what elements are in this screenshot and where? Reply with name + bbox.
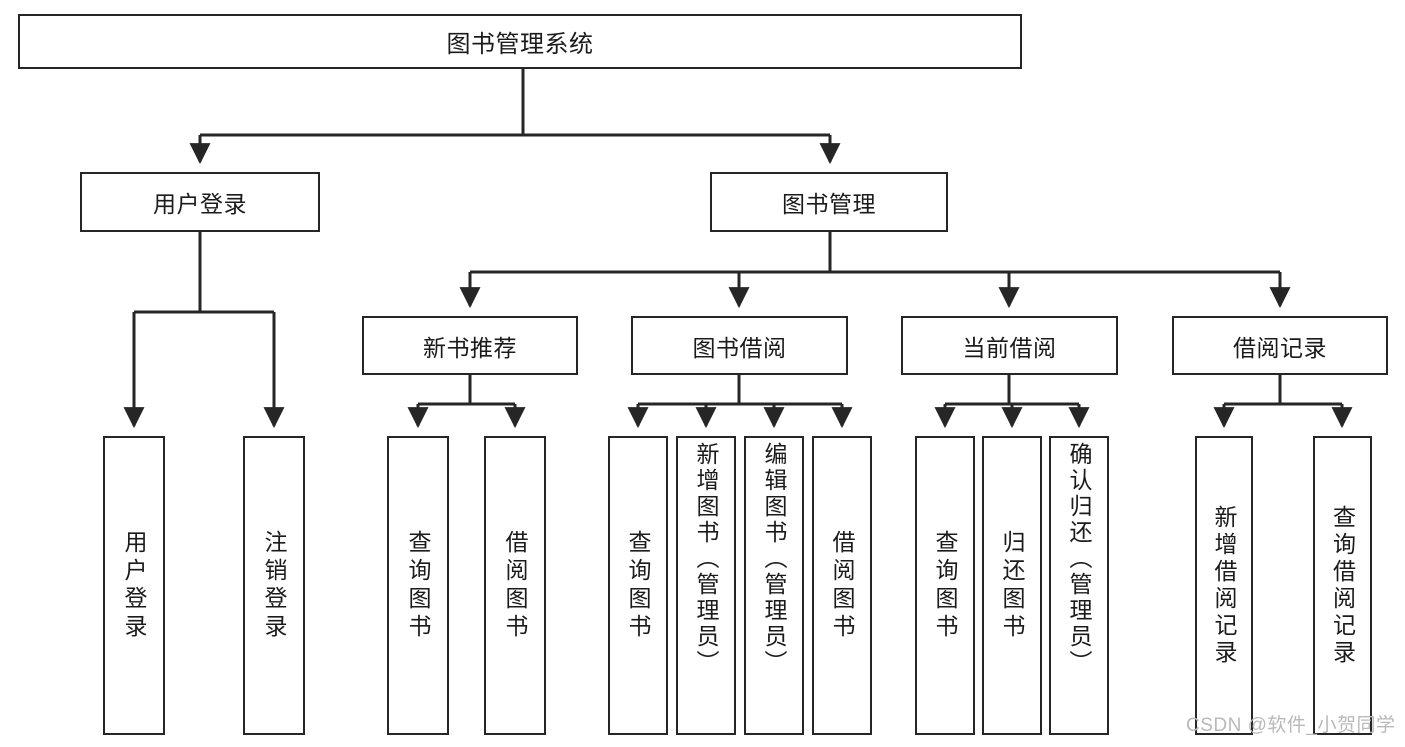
leaf-add-borrow-record[interactable]: 新增借阅记录 (1195, 436, 1253, 735)
leaf-query-book-newbook-label: 查询图书 (405, 529, 431, 642)
leaf-query-book-borrow-label: 查询图书 (625, 529, 651, 642)
leaf-edit-book-admin[interactable]: 编辑图书（管理员） (744, 436, 804, 735)
node-book-borrow-label: 图书借阅 (692, 334, 787, 361)
leaf-confirm-return-admin-label: 确认归还（管理员） (1066, 442, 1092, 676)
node-user-login-label: 用户登录 (153, 191, 247, 217)
node-borrow-record-label: 借阅记录 (1233, 334, 1327, 361)
node-book-management[interactable]: 图书管理 (710, 172, 948, 232)
leaf-return-book[interactable]: 归还图书 (982, 436, 1042, 735)
node-new-book-recommend-label: 新书推荐 (423, 334, 517, 361)
node-user-login[interactable]: 用户登录 (80, 172, 320, 232)
leaf-user-login[interactable]: 用户登录 (103, 436, 165, 735)
node-root[interactable]: 图书管理系统 (18, 14, 1022, 69)
node-new-book-recommend[interactable]: 新书推荐 (362, 316, 578, 375)
leaf-return-book-label: 归还图书 (999, 529, 1025, 642)
leaf-query-book-borrow[interactable]: 查询图书 (608, 436, 668, 735)
node-current-borrow[interactable]: 当前借阅 (901, 316, 1118, 375)
leaf-add-book-admin[interactable]: 新增图书（管理员） (676, 436, 736, 735)
leaf-logout[interactable]: 注销登录 (243, 436, 305, 735)
leaf-add-borrow-record-label: 新增借阅记录 (1211, 504, 1237, 667)
leaf-user-login-label: 用户登录 (121, 529, 147, 642)
leaf-borrow-book-newbook[interactable]: 借阅图书 (484, 436, 546, 735)
leaf-confirm-return-admin[interactable]: 确认归还（管理员） (1049, 436, 1109, 735)
leaf-query-borrow-record[interactable]: 查询借阅记录 (1313, 436, 1372, 735)
node-root-label: 图书管理系统 (446, 31, 594, 58)
leaf-query-book-current-label: 查询图书 (932, 529, 958, 642)
leaf-borrow-book[interactable]: 借阅图书 (812, 436, 872, 735)
leaf-add-book-admin-label: 新增图书（管理员） (693, 442, 719, 676)
node-borrow-record[interactable]: 借阅记录 (1172, 316, 1388, 375)
leaf-logout-label: 注销登录 (261, 529, 287, 642)
node-book-borrow[interactable]: 图书借阅 (631, 316, 848, 375)
leaf-borrow-book-label: 借阅图书 (829, 529, 855, 642)
csdn-watermark: CSDN @软件_小贺同学 (1186, 715, 1396, 736)
leaf-query-book-current[interactable]: 查询图书 (915, 436, 975, 735)
leaf-query-borrow-record-label: 查询借阅记录 (1329, 504, 1356, 667)
leaf-edit-book-admin-label: 编辑图书（管理员） (761, 442, 787, 676)
node-current-borrow-label: 当前借阅 (962, 334, 1057, 361)
node-book-management-label: 图书管理 (782, 191, 876, 217)
leaf-borrow-book-newbook-label: 借阅图书 (502, 529, 528, 642)
leaf-query-book-newbook[interactable]: 查询图书 (387, 436, 449, 735)
